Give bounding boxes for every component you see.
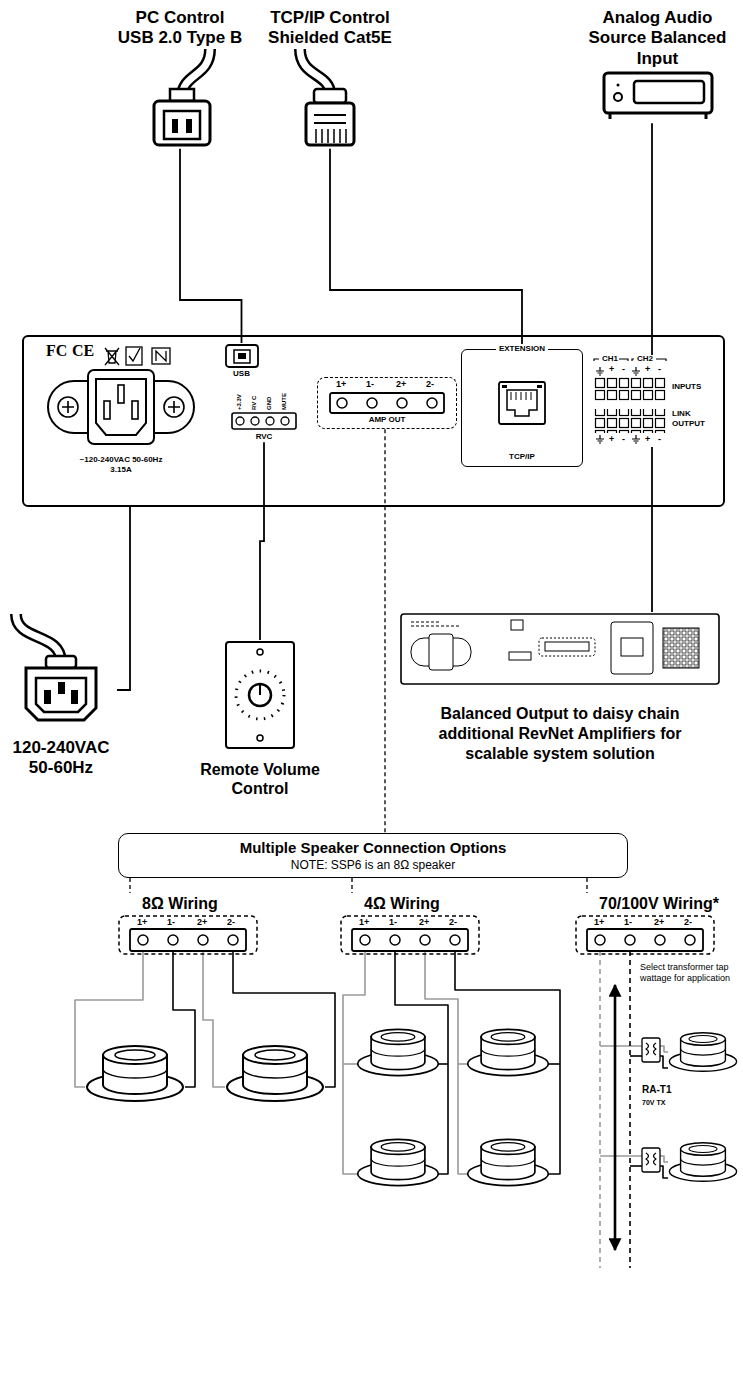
node-text: 70/100V Wiring* [599,893,719,915]
node-text: LINK OUTPUT [672,409,716,428]
node-text: 120-240VAC 50-60Hz [6,738,116,779]
diagram-label: 2- [449,918,457,927]
input-terminal-grid [592,355,668,447]
diagram-label: + [645,365,650,374]
wiring-4ohm: 4Ω Wiring 1+ 1- 2+ 2- [340,893,480,955]
diagram-label: 2+ [654,918,664,927]
diagram-label: 2- [684,918,692,927]
node-text: Remote Volume Control [190,760,330,798]
amp-out-terminal: AMP OUT 1+ 1- 2+ 2- [317,377,457,429]
connector [117,507,130,690]
diagram-label: 1- [167,918,175,927]
diagram-label: 1+ [336,380,346,389]
node-text: Balanced Output to daisy chain additiona… [415,704,705,764]
diagram-label: 2+ [396,380,406,389]
diagram-label: 1+ [594,918,604,927]
diagram-label: GND [266,397,272,410]
diagram-label: + [609,365,614,374]
diagram-label: Select transformer tap wattage for appli… [640,962,738,985]
usb-cable: PC Control USB 2.0 Type B [115,8,245,149]
remote-volume-control: Remote Volume Control [190,640,330,798]
iec-inlet-icon [46,367,196,447]
diagram-label: CE [72,343,94,359]
node-text: NOTE: SSP6 is an 8Ω speaker [291,858,455,874]
diagram-label: 2- [227,918,235,927]
audio-receiver-icon [602,69,714,123]
node-text: Multiple Speaker Connection Options [240,838,507,858]
diagram-label: + [609,435,614,444]
amp-out-terminal [329,392,445,414]
additional-amplifier-icon [399,612,721,688]
connector [129,878,130,893]
node-text: 4Ω Wiring [364,893,440,915]
connector [384,429,385,833]
diagram-label: RA-T1 [642,1085,671,1095]
connector [180,149,242,343]
diagram-label: - [658,435,661,444]
diagram-label: FC [46,343,67,359]
connector [351,878,352,893]
node-text: Analog Audio Source Balanced Input [588,8,728,69]
connector [586,878,587,893]
diagram-label: RV C [251,396,257,410]
ethernet-plug-icon [280,49,380,149]
wiring-8ohm: 8Ω Wiring 1+ 1- 2+ 2- [118,893,258,955]
power-cord: 120-240VAC 50-60Hz [5,612,117,779]
ethernet-cable: TCP/IP Control Shielded Cat5E [250,8,410,149]
diagram-label: 1- [624,918,632,927]
usb-port-icon [224,343,260,369]
node-text: TCP/IP [509,452,535,462]
connector [330,149,522,349]
diagram-label: 2+ [419,918,429,927]
daisy-chain-amplifier: Balanced Output to daisy chain additiona… [395,612,725,764]
connector [651,447,653,612]
usb-port: USB [219,343,264,379]
speaker-options-box: Multiple Speaker Connection OptionsNOTE:… [118,833,628,878]
node-text: AMP OUT [369,414,406,425]
diagram-label: 1- [389,918,397,927]
connector [651,123,653,355]
node-text: INPUTS [672,382,701,392]
diagram-label: 1- [366,380,374,389]
diagram-label: 1+ [137,918,147,927]
extension-port: EXTENSION TCP/IP [461,349,583,467]
node-text: 8Ω Wiring [142,893,218,915]
node-text: USB [233,369,250,379]
node-text: ~120-240VAC 50-60Hz 3.15A [76,455,166,474]
diagram-label: CH2 [637,355,653,363]
node-text: RVC [256,431,273,442]
diagram-label: - [658,365,661,374]
audio-source: Analog Audio Source Balanced Input [585,8,730,123]
wiring-70-100v: 70/100V Wiring* 1+ 1- 2+ 2- [575,893,740,955]
power-cord-icon [6,612,116,724]
diagram-label: +3.3V [236,394,242,410]
input-terminals: INPUTSLINK OUTPUTCH1CH2+-+-+-+- [592,355,717,447]
diagram-label: 2+ [197,918,207,927]
amplifier-rear-panel: ~120-240VAC 50-60Hz 3.15A USB RVC+3.3VRV… [22,335,725,507]
diagram-label: - [622,435,625,444]
node-text: TCP/IP Control Shielded Cat5E [255,8,405,49]
usb-plug-icon [130,49,230,149]
diagram-label: 1+ [359,918,369,927]
connector [260,442,264,640]
diagram-label: - [622,365,625,374]
diagram-label: CH1 [602,355,618,363]
node-text: PC Control USB 2.0 Type B [117,8,243,49]
diagram-label: MUTE [281,393,287,410]
rj45-jack-icon [497,380,547,426]
certification-marks [102,345,182,367]
rvc-terminal: RVC +3.3V RV C GND MUTE [229,383,299,442]
volume-wallplate-icon [222,640,298,752]
rvc-terminal-icon [231,411,297,431]
diagram-label: 70V TX [642,1099,665,1106]
node-text: EXTENSION [496,344,548,354]
diagram-label: 2- [426,380,434,389]
diagram-label: + [645,435,650,444]
